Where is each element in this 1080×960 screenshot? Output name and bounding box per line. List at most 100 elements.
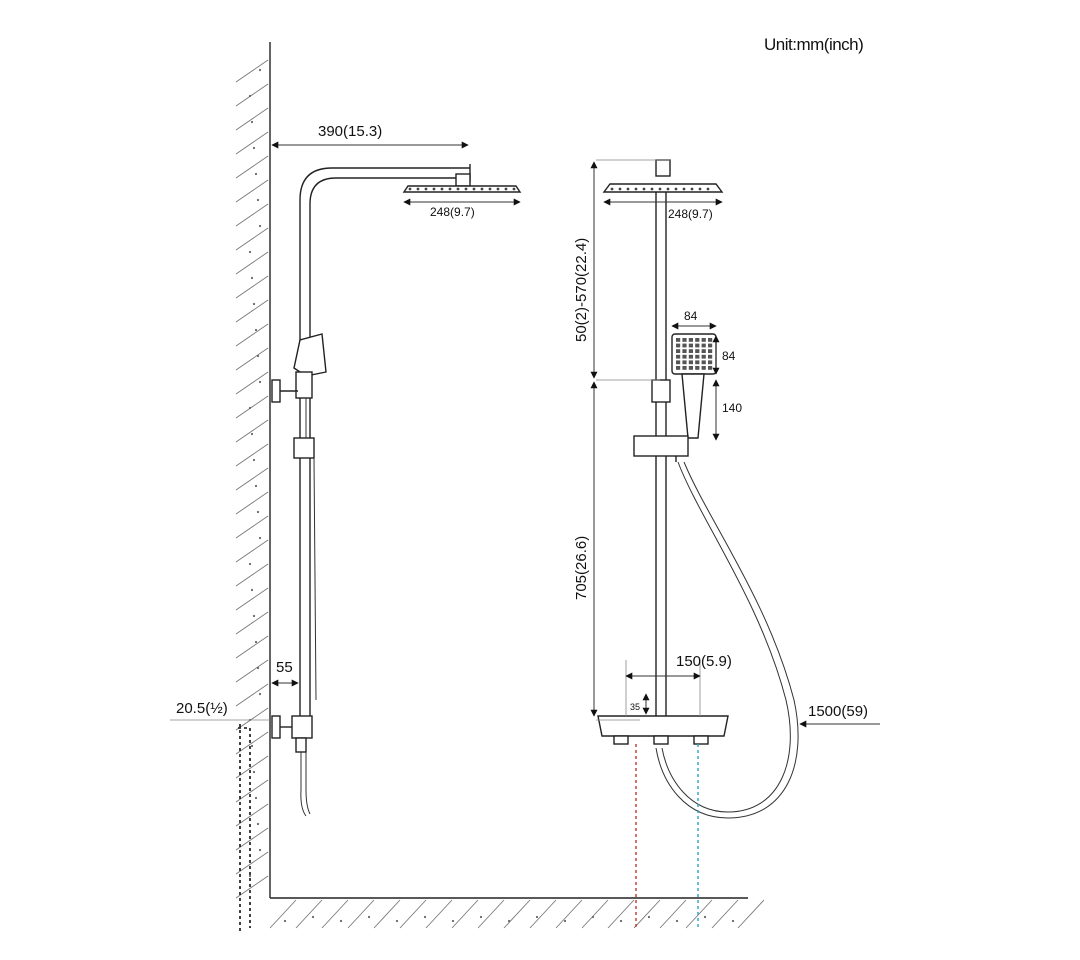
hand-nozzle: [708, 366, 713, 370]
hatch-line: [269, 899, 297, 929]
dim-hand-height: 84: [722, 349, 736, 363]
texture-dot: [252, 770, 256, 774]
hand-nozzle: [701, 360, 706, 365]
texture-dot: [254, 328, 258, 332]
texture-dot: [248, 406, 252, 410]
hand-nozzle: [688, 338, 693, 342]
texture-dot: [258, 848, 262, 852]
hatch-line: [235, 827, 269, 851]
hand-nozzle: [695, 343, 700, 348]
texture-dot: [250, 588, 254, 592]
wall-texture-dots: [248, 68, 262, 878]
nozzle: [642, 187, 646, 191]
hatch-line: [235, 251, 269, 275]
nozzle: [706, 187, 710, 191]
hand-nozzle: [682, 349, 687, 353]
front-mixer-inlet-hot: [613, 735, 629, 745]
hand-nozzle: [708, 354, 713, 359]
hatch-line: [477, 899, 505, 929]
hatch-line: [295, 899, 323, 929]
texture-dot: [311, 915, 315, 919]
hand-nozzle: [708, 338, 713, 342]
front-head-connector: [655, 159, 671, 177]
hand-nozzle: [695, 354, 700, 359]
hand-nozzle: [701, 349, 706, 353]
hatch-line: [581, 899, 609, 929]
hand-nozzle: [701, 366, 706, 370]
hand-nozzle: [695, 360, 700, 365]
hatch-line: [607, 899, 635, 929]
nozzle: [496, 187, 500, 191]
texture-dot: [451, 919, 455, 923]
side-mixer-body: [291, 715, 313, 739]
hatch-line: [235, 83, 269, 107]
hatch-line: [529, 899, 557, 929]
hatch-line: [321, 899, 349, 929]
hatch-line: [235, 131, 269, 155]
hatch-line: [399, 899, 427, 929]
texture-dot: [254, 640, 258, 644]
texture-dot: [252, 614, 256, 618]
hatch-line: [451, 899, 479, 929]
hand-nozzle: [676, 343, 681, 348]
texture-dot: [250, 276, 254, 280]
texture-dot: [258, 692, 262, 696]
texture-dot: [250, 744, 254, 748]
texture-dot: [256, 822, 260, 826]
hand-nozzle: [688, 354, 693, 359]
hatch-line: [235, 179, 269, 203]
front-diverter: [651, 379, 671, 403]
nozzle: [416, 187, 420, 191]
nozzle: [424, 187, 428, 191]
texture-dot: [507, 919, 511, 923]
hatch-line: [235, 731, 269, 755]
hatch-line: [347, 899, 375, 929]
texture-dot: [283, 919, 287, 923]
hand-nozzle: [688, 343, 693, 348]
hatch-line: [235, 779, 269, 803]
texture-dot: [591, 915, 595, 919]
texture-dot: [563, 919, 567, 923]
dim-height-range: 50(2)-570(22.4): [573, 238, 590, 342]
texture-dot: [647, 915, 651, 919]
hatch-line: [235, 467, 269, 491]
wall-hatching: [235, 59, 269, 899]
texture-dot: [258, 224, 262, 228]
dim-mixer-offset: 35: [630, 702, 640, 712]
texture-dot: [256, 666, 260, 670]
nozzle: [690, 187, 694, 191]
front-mixer-inlet-cold: [693, 735, 709, 745]
texture-dot: [256, 354, 260, 358]
hatch-line: [373, 899, 401, 929]
texture-dot: [367, 915, 371, 919]
nozzle: [634, 187, 638, 191]
hand-nozzle: [701, 338, 706, 342]
hatch-line: [659, 899, 687, 929]
front-mixer-bar: [597, 715, 729, 737]
texture-dot: [423, 915, 427, 919]
nozzle: [488, 187, 492, 191]
front-holder: [633, 435, 689, 457]
side-outlet-hose-2: [305, 752, 311, 815]
hatch-line: [235, 59, 269, 83]
side-holder-bracket: [295, 371, 313, 399]
hatch-line: [235, 563, 269, 587]
hand-nozzle: [708, 360, 713, 365]
hand-nozzle: [701, 354, 706, 359]
hand-nozzle: [695, 338, 700, 342]
hand-nozzle: [682, 338, 687, 342]
nozzle: [666, 187, 670, 191]
hatch-line: [235, 851, 269, 875]
texture-dot: [619, 919, 623, 923]
hatch-line: [235, 875, 269, 899]
dim-head-width-side: 248(9.7): [430, 205, 475, 219]
texture-dot: [252, 458, 256, 462]
hatch-line: [633, 899, 661, 929]
nozzle: [480, 187, 484, 191]
nozzle: [408, 187, 412, 191]
nozzle: [440, 187, 444, 191]
texture-dot: [731, 919, 735, 923]
texture-dot: [252, 146, 256, 150]
hatch-line: [235, 299, 269, 323]
